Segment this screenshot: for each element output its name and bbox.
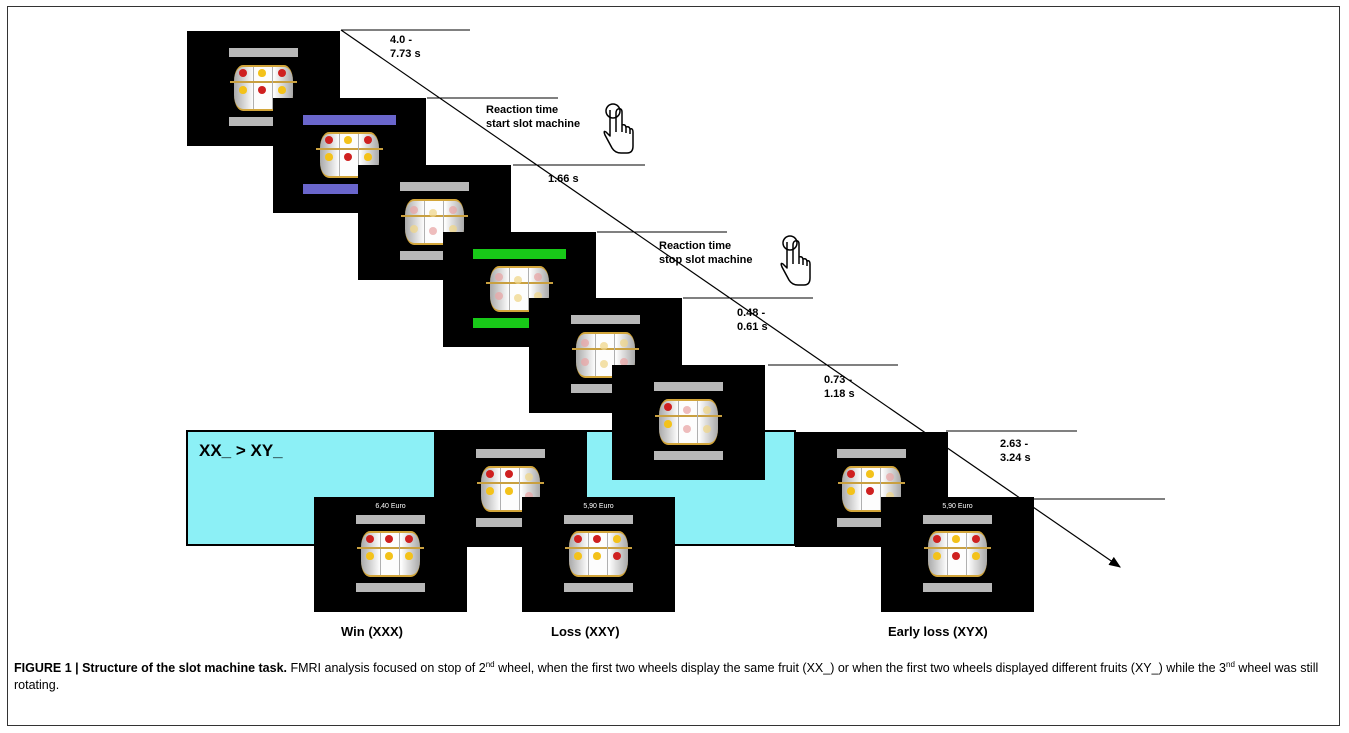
top-bar	[654, 382, 723, 391]
bottom-bar	[923, 583, 992, 592]
cherry-icon	[344, 153, 352, 161]
cherry-icon	[385, 535, 393, 543]
screen-stop-cue	[443, 232, 596, 347]
cherry-icon	[952, 552, 960, 560]
loss-label: Loss (XXY)	[551, 624, 620, 639]
bottom-bar	[571, 384, 640, 393]
top-bar	[400, 182, 469, 191]
cherry-icon	[505, 470, 513, 478]
slot-reels	[572, 332, 639, 378]
lemon-icon	[239, 86, 247, 94]
bottom-bar	[400, 251, 469, 260]
timing-label-7: 2.63 -3.24 s	[1000, 438, 1031, 464]
figure-frame	[7, 6, 1340, 726]
early-loss-amount: 5,90 Euro	[942, 503, 973, 510]
top-bar	[476, 449, 545, 458]
lemon-icon	[952, 535, 960, 543]
cherry-icon	[239, 69, 247, 77]
cherry-icon	[972, 535, 980, 543]
cherry-icon	[364, 136, 372, 144]
timing-label-6: 0.73 -1.18 s	[824, 374, 855, 400]
top-bar	[837, 449, 906, 458]
cherry-icon	[613, 552, 621, 560]
cherry-icon	[847, 470, 855, 478]
screen-win: 6,40 Euro	[314, 497, 467, 612]
hand-pointer-icon	[603, 103, 634, 154]
hand-pointer-icon	[780, 235, 811, 286]
cherry-icon	[258, 86, 266, 94]
early-loss-label: Early loss (XYX)	[888, 624, 988, 639]
timing-label-3: 1.66 s	[548, 173, 579, 185]
screen-start-cue	[273, 98, 426, 213]
bottom-bar	[229, 117, 298, 126]
lemon-icon	[385, 552, 393, 560]
slot-reels	[655, 399, 722, 445]
screen-loss: 5,90 Euro	[522, 497, 675, 612]
purple-cue-bar	[303, 115, 396, 125]
screen-early-loss: 5,90 Euro	[881, 497, 1034, 612]
lemon-icon	[325, 153, 333, 161]
timing-label-1: 4.0 -7.73 s	[390, 34, 421, 60]
cherry-icon	[278, 69, 286, 77]
slot-reels	[357, 531, 424, 577]
slot-reels	[230, 65, 297, 111]
contrast-label: XX_ > XY_	[199, 441, 283, 460]
figure-caption-title: FIGURE 1 | Structure of the slot machine…	[14, 661, 287, 675]
lemon-icon	[613, 535, 621, 543]
top-bar	[356, 515, 425, 524]
lemon-icon	[364, 153, 372, 161]
bottom-bar	[837, 518, 906, 527]
top-bar	[564, 515, 633, 524]
green-cue-bar	[473, 249, 566, 259]
lemon-icon	[258, 69, 266, 77]
bottom-bar	[564, 583, 633, 592]
figure-caption: FIGURE 1 | Structure of the slot machine…	[14, 659, 1319, 692]
top-bar	[923, 515, 992, 524]
lemon-icon	[405, 552, 413, 560]
win-label: Win (XXX)	[341, 624, 403, 639]
slot-reels	[565, 531, 632, 577]
cherry-icon	[593, 535, 601, 543]
lemon-icon	[366, 552, 374, 560]
slot-reels	[924, 531, 991, 577]
lemon-icon	[486, 487, 494, 495]
screen-second-wheel	[612, 365, 765, 480]
cherry-icon	[866, 487, 874, 495]
lemon-icon	[593, 552, 601, 560]
lemon-icon	[505, 487, 513, 495]
cherry-icon	[664, 403, 672, 411]
slot-reels-spinning	[401, 199, 468, 245]
lemon-icon	[933, 552, 941, 560]
bottom-bar	[654, 451, 723, 460]
cherry-icon	[574, 535, 582, 543]
win-amount: 6,40 Euro	[375, 503, 406, 510]
green-cue-bar	[473, 318, 566, 328]
lemon-icon	[344, 136, 352, 144]
cherry-icon	[325, 136, 333, 144]
timing-label-5: 0.48 -0.61 s	[737, 307, 768, 333]
bottom-bar	[356, 583, 425, 592]
lemon-icon	[972, 552, 980, 560]
top-bar	[229, 48, 298, 57]
loss-amount: 5,90 Euro	[583, 503, 614, 510]
cherry-icon	[933, 535, 941, 543]
lemon-icon	[664, 420, 672, 428]
lemon-icon	[866, 470, 874, 478]
bottom-bar	[476, 518, 545, 527]
top-bar	[571, 315, 640, 324]
cherry-icon	[366, 535, 374, 543]
lemon-icon	[574, 552, 582, 560]
lemon-icon	[847, 487, 855, 495]
cherry-icon	[486, 470, 494, 478]
lemon-icon	[278, 86, 286, 94]
purple-cue-bar	[303, 184, 396, 194]
cherry-icon	[405, 535, 413, 543]
